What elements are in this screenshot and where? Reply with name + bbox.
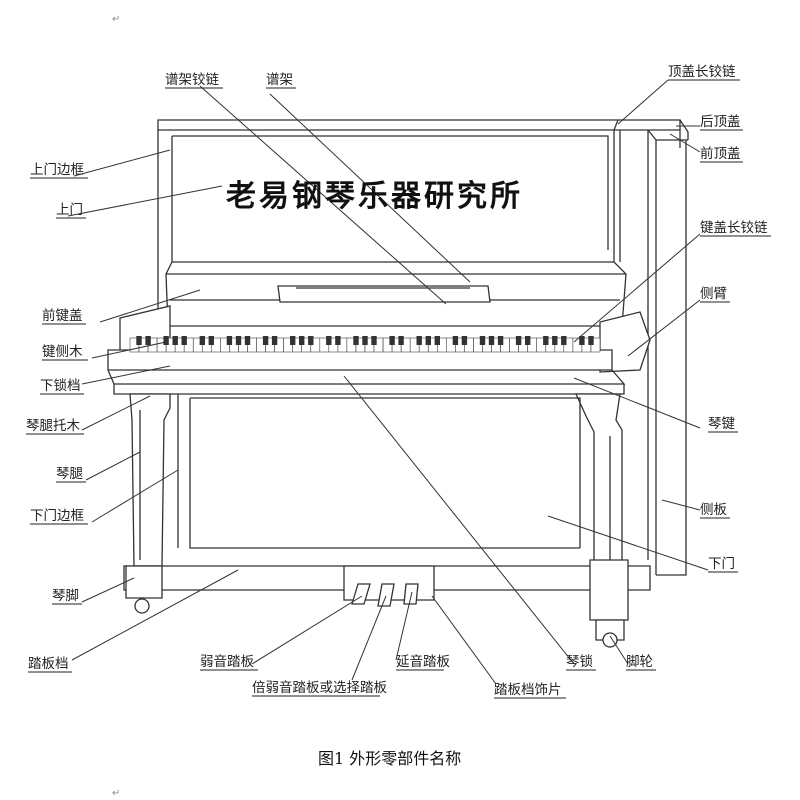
- label-music-desk: 谱架: [266, 72, 293, 88]
- label-key-block: 键侧木: [42, 344, 83, 360]
- black-key: [200, 336, 205, 345]
- label-side-arm: 侧臂: [700, 286, 727, 302]
- label-rear-top-lid: 后顶盖: [700, 114, 741, 130]
- black-key: [426, 336, 431, 345]
- black-key: [588, 336, 593, 345]
- black-key: [182, 336, 187, 345]
- black-key: [525, 336, 530, 345]
- label-lower-door: 下门: [708, 556, 735, 572]
- black-key: [136, 336, 141, 345]
- black-key: [290, 336, 295, 345]
- label-lock: 琴锁: [566, 654, 593, 670]
- black-key: [489, 336, 494, 345]
- black-key: [299, 336, 304, 345]
- label-front-fallboard: 前键盖: [42, 307, 83, 324]
- paragraph-mark-bottom: ↵: [112, 788, 120, 799]
- black-key: [462, 336, 467, 345]
- black-key: [453, 336, 458, 345]
- black-key: [389, 336, 394, 345]
- black-key: [480, 336, 485, 345]
- label-middle-pedal: 倍弱音踏板或选择踏板: [252, 679, 387, 696]
- watermark-title: 老易钢琴乐器研究所: [226, 179, 523, 214]
- black-key: [209, 336, 214, 345]
- label-top-lid-hinge: 顶盖长铰链: [668, 64, 736, 80]
- black-key: [308, 336, 313, 345]
- label-front-top-lid: 前顶盖: [700, 145, 741, 162]
- label-pedal-rail: 踏板档: [28, 656, 69, 672]
- black-key: [417, 336, 422, 345]
- label-keys: 琴键: [708, 416, 736, 432]
- black-key: [552, 336, 557, 345]
- black-key: [236, 336, 241, 345]
- black-key: [353, 336, 358, 345]
- label-caster: 脚轮: [626, 654, 653, 670]
- black-key: [335, 336, 340, 345]
- black-key: [263, 336, 268, 345]
- label-key-slip: 下锁档: [40, 378, 81, 394]
- black-key: [163, 336, 168, 345]
- black-key: [272, 336, 277, 345]
- label-upper-frame: 上门边框: [30, 162, 84, 178]
- label-lower-frame: 下门边框: [30, 508, 84, 524]
- label-sustain-pedal: 延音踏板: [396, 653, 450, 670]
- black-key: [561, 336, 566, 345]
- black-key: [516, 336, 521, 345]
- black-key: [435, 336, 440, 345]
- label-leg-support: 琴腿托木: [26, 418, 80, 434]
- paragraph-mark-top: ↵: [112, 14, 120, 25]
- black-key: [371, 336, 376, 345]
- black-key: [398, 336, 403, 345]
- figure-caption: 图1 外形零部件名称: [318, 749, 461, 768]
- black-key: [145, 336, 150, 345]
- label-side-panel: 侧板: [700, 502, 728, 518]
- keyboard: [130, 336, 600, 352]
- black-key: [173, 336, 178, 345]
- black-key: [498, 336, 503, 345]
- black-key: [362, 336, 367, 345]
- label-pedal-trim: 踏板档饰片: [494, 682, 562, 698]
- black-key: [543, 336, 548, 345]
- label-music-desk-hinge: 谱架铰链: [165, 72, 219, 88]
- black-key: [245, 336, 250, 345]
- label-leg: 琴腿: [56, 466, 83, 482]
- black-key: [227, 336, 232, 345]
- label-toe-block: 琴脚: [52, 588, 79, 604]
- label-fallboard-hinge: 键盖长铰链: [700, 220, 768, 236]
- label-soft-pedal: 弱音踏板: [200, 653, 254, 670]
- black-key: [326, 336, 331, 345]
- label-upper-door: 上门: [56, 202, 83, 218]
